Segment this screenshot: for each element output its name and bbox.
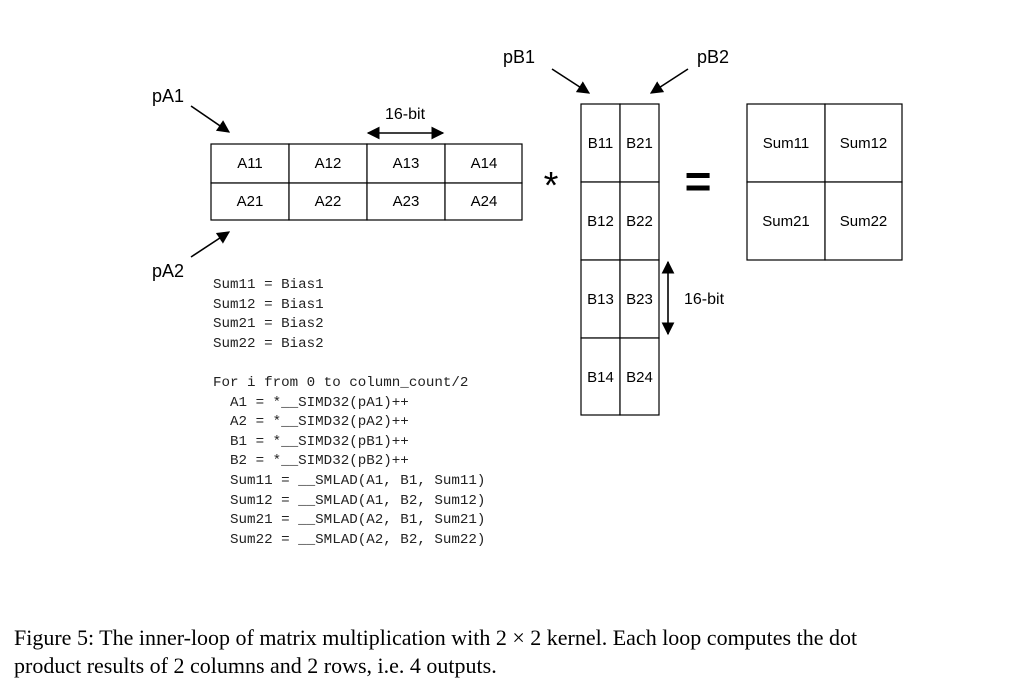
caption-line: product results of 2 columns and 2 rows,… (14, 653, 497, 678)
code-line: Sum22 = Bias2 (213, 335, 324, 352)
matrix-b-cell (580, 103, 621, 183)
matrix-sum-cell-label: Sum21 (762, 213, 810, 230)
code-line: Sum11 = Bias1 (213, 277, 324, 293)
matrix-a-cell (210, 143, 290, 184)
code-line: Sum21 = Bias2 (213, 316, 324, 333)
matrix-sum-cell (746, 103, 826, 183)
matrix-b-cell (580, 259, 621, 339)
matrix-a-cell-label: A22 (315, 193, 342, 210)
matrix-a-width-label: 16-bit (385, 106, 426, 123)
code-line: B2 = *__SIMD32(pB2)++ (213, 453, 409, 470)
matrix-sum-cell-label: Sum12 (840, 135, 888, 152)
matrix-a-cell (444, 182, 523, 221)
matrix-b-cell-label: B12 (587, 213, 614, 230)
pointer-pb2-arrow (649, 68, 689, 94)
matrix-b-cell (580, 181, 621, 261)
matrix-b-cell-label: B21 (626, 135, 653, 152)
pointer-pb2-label: pB2 (697, 47, 729, 67)
pointer-pb1-arrow (551, 68, 591, 94)
matrix-a-cell-label: A13 (393, 155, 420, 172)
code-line: Sum12 = __SMLAD(A1, B2, Sum12) (213, 492, 486, 509)
matrix-b-height-label: 16-bit (684, 291, 725, 308)
matrix-a-cell (210, 182, 290, 221)
pointer-pa1-label: pA1 (152, 86, 184, 106)
code-line: Sum22 = __SMLAD(A2, B2, Sum22) (213, 531, 486, 548)
code-line: A2 = *__SIMD32(pA2)++ (213, 414, 409, 431)
matrix-b-cell (619, 259, 660, 339)
code-blank-line (213, 354, 485, 374)
matrix-sum-cell (824, 181, 903, 261)
figure-caption: Figure 5: The inner-loop of matrix multi… (14, 624, 1032, 680)
matrix-a-cell (288, 143, 368, 184)
matrix-b: B11 B21 B12 B22 B13 B23 B14 B24 (580, 103, 660, 416)
matrix-sum-cell-label: Sum11 (763, 135, 809, 152)
matrix-b-cell-label: B23 (626, 291, 653, 308)
code-line: For i from 0 to column_count/2 (213, 374, 469, 391)
matrix-sum-cell-label: Sum22 (840, 213, 888, 230)
matrix-a: A11 A12 A13 A14 A21 A22 A23 A24 (210, 143, 523, 221)
code-line: A1 = *__SIMD32(pA1)++ (213, 394, 409, 411)
matrix-a-cell-label: A14 (471, 155, 498, 172)
code-line: B1 = *__SIMD32(pB1)++ (213, 433, 409, 450)
matrix-b-cell (619, 337, 660, 416)
matrix-a-cell-label: A11 (237, 155, 263, 172)
code-line: Sum12 = Bias1 (213, 296, 324, 313)
matrix-a-cell-label: A21 (237, 193, 264, 210)
matrix-b-cell-label: B13 (587, 291, 614, 308)
matrix-b-cell (580, 337, 621, 416)
matrix-sum: Sum11 Sum12 Sum21 Sum22 (746, 103, 903, 261)
matrix-b-cell-label: B24 (626, 369, 653, 386)
matrix-b-cell-label: B11 (588, 135, 614, 152)
matrix-a-cell-label: A24 (471, 193, 498, 210)
matrix-sum-cell (824, 103, 903, 183)
pointer-pb1-label: pB1 (503, 47, 535, 67)
matrix-a-cell (444, 143, 523, 184)
pointer-pa1-arrow (190, 105, 231, 133)
matrix-b-cell (619, 181, 660, 261)
matrix-a-cell-label: A12 (315, 155, 342, 172)
matrix-b-cell-label: B14 (587, 369, 614, 386)
matrix-b-cell (619, 103, 660, 183)
matrix-b-cell-label: B22 (626, 213, 653, 230)
matrix-a-cell (288, 182, 368, 221)
code-line: Sum11 = __SMLAD(A1, B1, Sum11) (213, 472, 486, 489)
multiply-sign: * (544, 165, 559, 207)
matrix-a-cell (366, 182, 446, 221)
pointer-pa2-label: pA2 (152, 261, 184, 281)
pointer-pa2-arrow (190, 231, 231, 258)
matrix-a-cell-label: A23 (393, 193, 420, 210)
equals-sign: = (685, 155, 712, 207)
code-line: Sum21 = __SMLAD(A2, B1, Sum21) (213, 512, 486, 529)
caption-line: Figure 5: The inner-loop of matrix multi… (14, 625, 858, 650)
